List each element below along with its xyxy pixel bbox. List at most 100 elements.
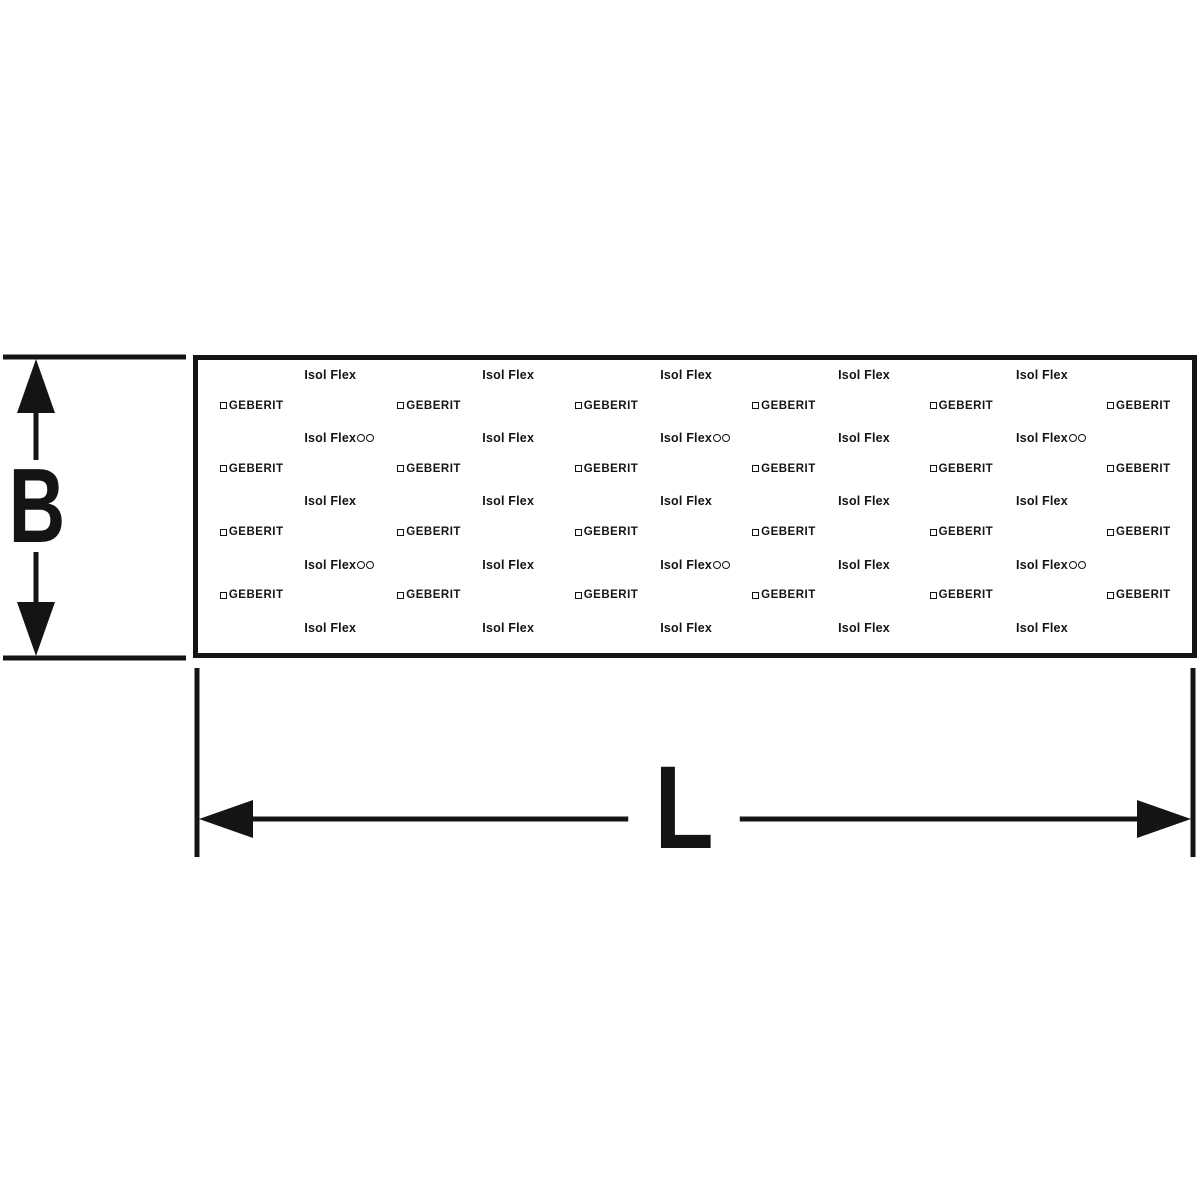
geberit-wordmark: GEBERIT <box>1116 526 1171 538</box>
isol-flex-text: Isol Flex <box>1016 368 1068 382</box>
geberit-logo: GEBERIT <box>219 462 284 475</box>
geberit-square-icon <box>929 402 937 410</box>
geberit-square-icon <box>397 402 405 410</box>
arrowhead-up-icon <box>17 359 55 413</box>
geberit-square-icon <box>574 402 582 410</box>
isol-flex-print: Isol Flex <box>660 494 712 508</box>
isol-flex-text: Isol Flex <box>660 557 713 572</box>
isol-flex-text: Isol Flex <box>304 368 357 382</box>
circle-mark-icon <box>357 434 366 443</box>
geberit-square-icon <box>929 465 937 473</box>
isol-flex-print: Isol Flex <box>838 494 890 508</box>
isol-flex-text: Isol Flex <box>838 620 890 635</box>
isol-flex-text: Isol Flex <box>660 368 713 382</box>
isol-flex-print: Isol Flex <box>304 494 356 508</box>
isol-flex-print: Isol Flex <box>838 431 890 445</box>
circle-mark-icon <box>1077 434 1086 443</box>
geberit-logo: GEBERIT <box>752 400 816 412</box>
isol-flex-text: Isol Flex <box>660 620 713 635</box>
isol-flex-text: Isol Flex <box>1016 431 1068 446</box>
geberit-logo: GEBERIT <box>397 589 461 601</box>
isol-flex-print: Isol Flex <box>660 621 712 635</box>
isol-flex-text: Isol Flex <box>482 620 535 635</box>
circle-mark-icon <box>1077 560 1086 569</box>
geberit-wordmark: GEBERIT <box>228 399 284 412</box>
isol-flex-text: Isol Flex <box>304 620 357 635</box>
isol-flex-print: Isol Flex <box>838 621 890 635</box>
geberit-logo: GEBERIT <box>929 399 994 412</box>
geberit-square-icon <box>929 528 937 536</box>
geberit-wordmark: GEBERIT <box>228 462 284 475</box>
isol-flex-text: Isol Flex <box>482 557 535 572</box>
geberit-logo: GEBERIT <box>1107 589 1171 601</box>
geberit-logo: GEBERIT <box>752 589 816 601</box>
geberit-logo: GEBERIT <box>1107 463 1171 475</box>
geberit-logo: GEBERIT <box>219 526 284 538</box>
isol-flex-text: Isol Flex <box>838 431 890 446</box>
isol-flex-print: Isol Flex <box>304 558 375 572</box>
geberit-wordmark: GEBERIT <box>938 462 994 475</box>
geberit-square-icon <box>574 591 582 599</box>
geberit-logo: GEBERIT <box>1107 400 1171 412</box>
geberit-logo: GEBERIT <box>752 463 816 475</box>
isol-flex-print: Isol Flex <box>660 557 731 572</box>
arrowhead-right-icon <box>1137 800 1191 838</box>
isol-flex-text: Isol Flex <box>482 494 535 509</box>
geberit-logo: GEBERIT <box>752 526 816 538</box>
circle-mark-icon <box>713 560 722 569</box>
geberit-square-icon <box>574 528 582 536</box>
isol-flex-text: Isol Flex <box>482 431 535 446</box>
geberit-square-icon <box>397 591 405 599</box>
isol-flex-text: Isol Flex <box>1016 494 1068 509</box>
isol-flex-print: Isol Flex <box>482 431 534 445</box>
geberit-logo: GEBERIT <box>574 463 639 475</box>
isol-flex-text: Isol Flex <box>1016 620 1068 635</box>
geberit-square-icon <box>219 402 227 410</box>
geberit-wordmark: GEBERIT <box>583 589 639 602</box>
circle-mark-icon <box>1068 434 1077 443</box>
isol-flex-print: Isol Flex <box>1016 431 1086 445</box>
geberit-wordmark: GEBERIT <box>406 462 461 475</box>
isol-flex-print: Isol Flex <box>482 558 534 572</box>
circle-mark-icon <box>357 560 366 569</box>
isol-flex-print: Isol Flex <box>660 431 731 445</box>
geberit-wordmark: GEBERIT <box>583 526 639 538</box>
geberit-wordmark: GEBERIT <box>938 526 994 538</box>
geberit-square-icon <box>219 528 227 536</box>
isol-flex-text: Isol Flex <box>838 494 890 509</box>
geberit-square-icon <box>1107 465 1114 473</box>
circle-mark-icon <box>366 434 375 443</box>
geberit-wordmark: GEBERIT <box>1116 399 1171 412</box>
circle-mark-icon <box>366 560 375 569</box>
geberit-square-icon <box>752 465 760 473</box>
isol-flex-print: Isol Flex <box>482 368 534 382</box>
geberit-wordmark: GEBERIT <box>761 589 816 602</box>
geberit-square-icon <box>1107 591 1114 599</box>
geberit-logo: GEBERIT <box>219 589 284 601</box>
geberit-wordmark: GEBERIT <box>938 399 994 412</box>
geberit-logo: GEBERIT <box>574 589 639 602</box>
geberit-logo: GEBERIT <box>397 400 461 412</box>
isol-flex-text: Isol Flex <box>838 368 890 382</box>
isol-flex-print: Isol Flex <box>1016 368 1068 382</box>
circle-mark-icon <box>713 434 722 443</box>
geberit-square-icon <box>929 591 937 599</box>
dimension-b-label: B <box>8 446 66 565</box>
circle-mark-icon <box>722 560 731 569</box>
geberit-wordmark: GEBERIT <box>583 399 639 412</box>
isol-flex-print: Isol Flex <box>660 368 712 382</box>
isol-flex-text: Isol Flex <box>660 494 713 509</box>
geberit-square-icon <box>752 528 760 536</box>
geberit-logo: GEBERIT <box>929 462 994 475</box>
isol-flex-text: Isol Flex <box>838 557 890 572</box>
geberit-square-icon <box>397 465 405 473</box>
geberit-logo: GEBERIT <box>219 399 284 412</box>
geberit-wordmark: GEBERIT <box>1116 589 1171 602</box>
isol-flex-print-row: Isol Flex Isol Flex Isol Flex Isol Flex Isol… <box>198 368 1192 386</box>
geberit-wordmark: GEBERIT <box>761 399 816 412</box>
